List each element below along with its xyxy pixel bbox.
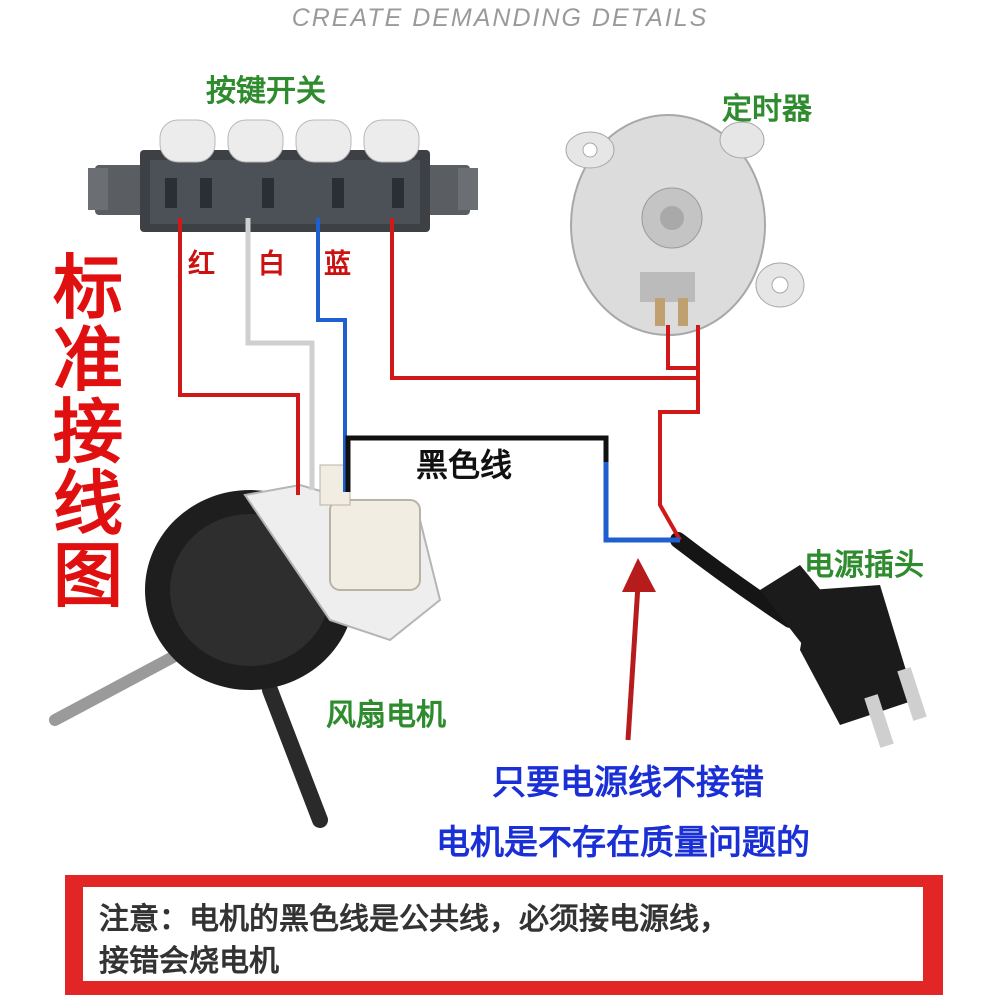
wire-red-timer-to-plug [658, 378, 700, 541]
warning-note-line-1: 注意：电机的黑色线是公共线，必须接电源线， [99, 902, 729, 937]
callout-line-2: 电机是不存在质量问题的 [436, 823, 810, 863]
diagram-title-vertical: 标准接线图 [53, 247, 123, 617]
warning-note-line-2: 接错会烧电机 [99, 944, 279, 979]
callout-line-1: 只要电源线不接错 [492, 763, 764, 803]
fan-motor [49, 464, 442, 828]
black-wire-label: 黑色线 [416, 446, 513, 484]
wire-blue-switch-to-motor [316, 218, 347, 492]
power-plug [670, 532, 927, 748]
motor-label: 风扇电机 [326, 698, 446, 733]
wire-label-white: 白 [258, 249, 285, 280]
header-tagline: CREATE DEMANDING DETAILS [291, 4, 709, 32]
warning-note-text: 注意：电机的黑色线是公共线，必须接电源线， 接错会烧电机 [99, 899, 919, 983]
wire-red-switch-to-motor [178, 218, 300, 495]
wire-blue-to-plug [603, 462, 680, 543]
push-button-switch [88, 119, 478, 232]
wire-white-switch-to-motor [245, 218, 315, 490]
warning-note-panel: 注意：电机的黑色线是公共线，必须接电源线， 接错会烧电机 [83, 887, 923, 981]
switch-label: 按键开关 [206, 74, 326, 109]
wire-red-switch-to-timer [390, 218, 700, 380]
plug-label: 电源插头 [804, 548, 924, 583]
timer-unit [565, 114, 805, 336]
wire-black-common [345, 435, 609, 492]
timer-label: 定时器 [722, 92, 812, 127]
callout-arrow [622, 558, 656, 741]
warning-note: 注意：电机的黑色线是公共线，必须接电源线， 接错会烧电机 [65, 875, 943, 995]
wire-label-blue: 蓝 [324, 249, 351, 280]
wire-label-red: 红 [188, 249, 215, 280]
